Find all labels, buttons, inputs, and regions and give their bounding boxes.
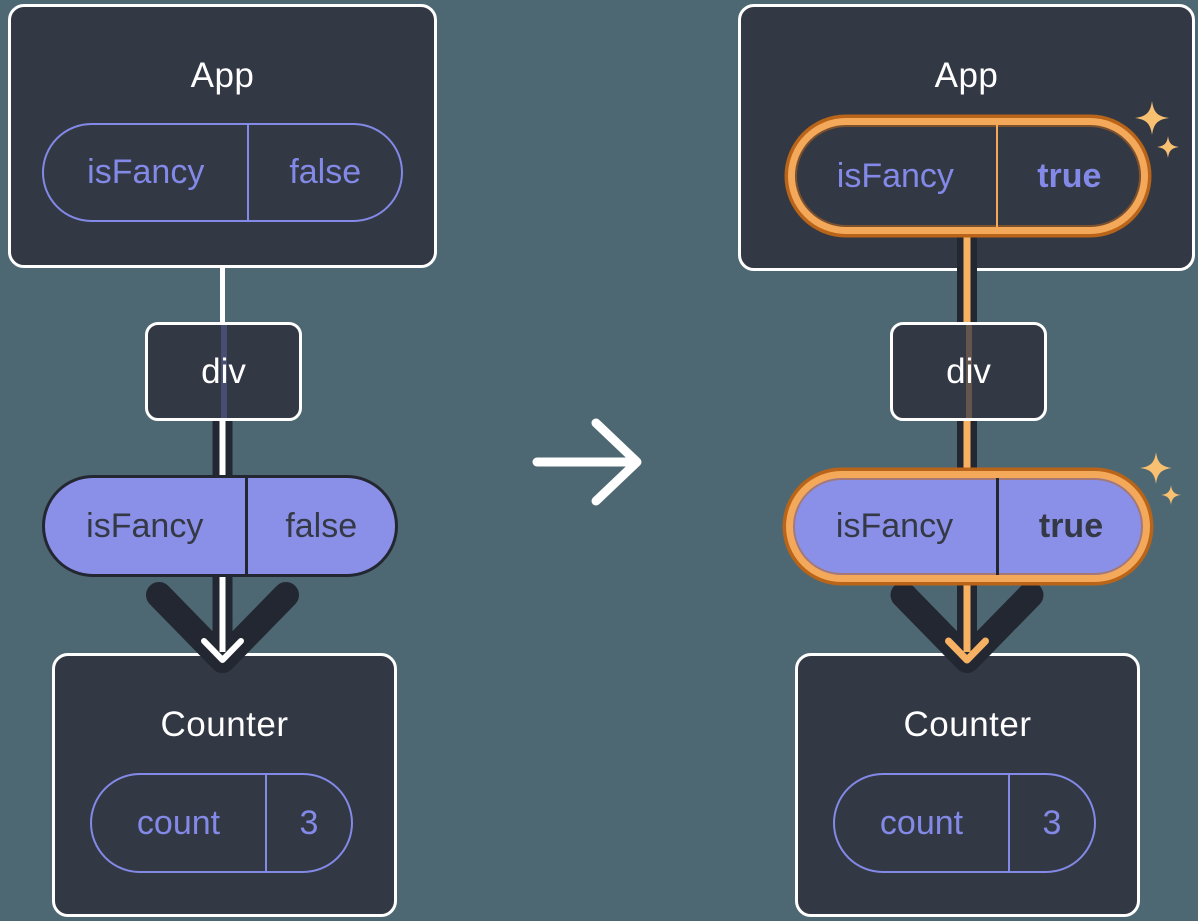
state-value: 3	[265, 775, 351, 871]
div-label: div	[946, 351, 991, 391]
core-line-through-div	[220, 325, 227, 418]
state-pill-left: count 3	[90, 773, 353, 873]
state-value: 3	[1008, 775, 1094, 871]
prop-name: isFancy	[836, 156, 954, 195]
prop-pill-passed-left: isFancy false	[42, 475, 398, 577]
prop-name: isFancy	[87, 153, 205, 191]
div-node-right: div	[890, 322, 1047, 421]
prop-pill-app-left: isFancy false	[42, 123, 403, 222]
sparkles-bottom	[1140, 452, 1181, 505]
prop-value: true	[995, 125, 1141, 227]
core-line-through-div	[965, 325, 972, 418]
component-title: App	[190, 56, 255, 95]
prop-pill-app-right-highlighted: isFancy true	[788, 118, 1148, 234]
prop-pill-passed-right-highlighted: isFancy true	[786, 471, 1150, 582]
prop-value: false	[247, 125, 401, 220]
prop-value: true	[996, 478, 1143, 575]
div-label: div	[201, 351, 246, 391]
sparkle-icon	[1161, 485, 1181, 505]
state-pill-right: count 3	[833, 773, 1096, 873]
transition-arrow-icon	[532, 418, 642, 506]
state-name: count	[136, 803, 221, 842]
sparkle-icon	[1140, 452, 1172, 484]
prop-name: isFancy	[86, 506, 204, 545]
prop-flow-arrowhead-left	[146, 582, 299, 673]
prop-value: false	[244, 478, 396, 574]
state-name: count	[879, 803, 964, 842]
component-title: App	[934, 56, 999, 95]
component-title: Counter	[903, 705, 1032, 744]
prop-name: isFancy	[835, 507, 954, 545]
div-node-left: div	[145, 322, 302, 421]
prop-flow-arrowhead-right	[890, 582, 1044, 673]
component-title: Counter	[160, 705, 289, 744]
